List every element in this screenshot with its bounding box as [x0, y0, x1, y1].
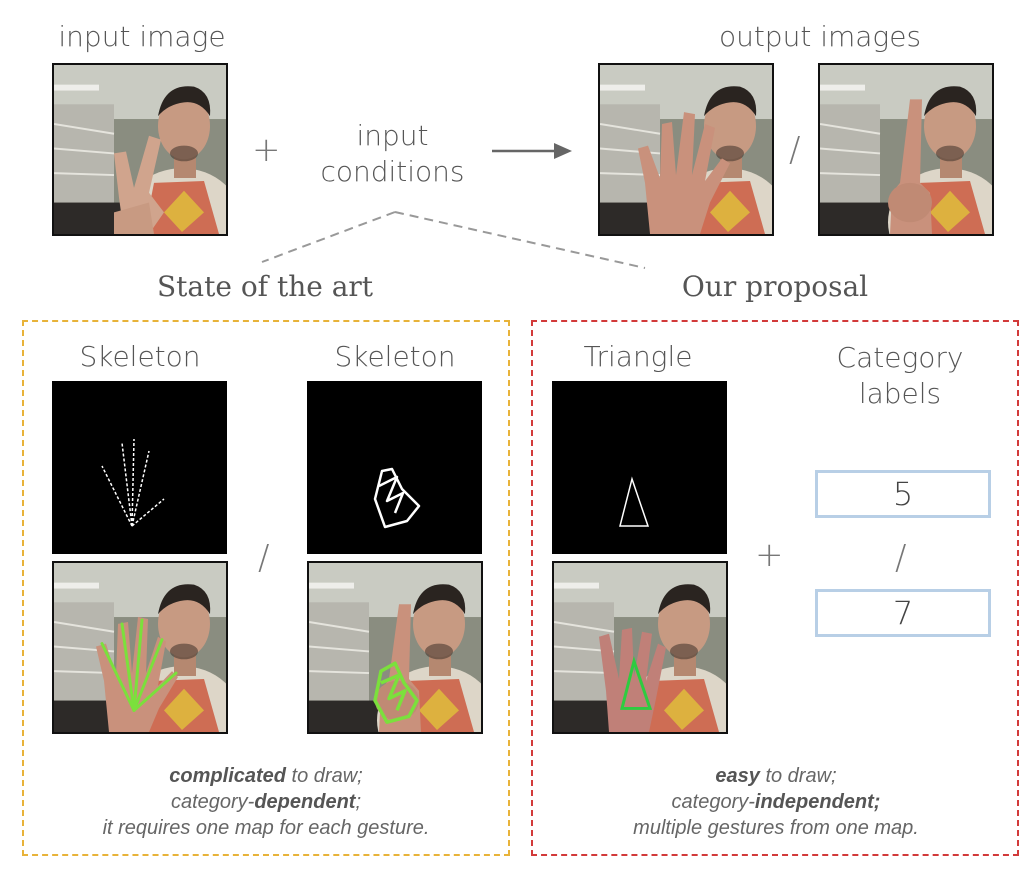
triangle-label: Triangle — [583, 340, 693, 373]
our-proposal-panel — [531, 320, 1019, 856]
category-labels-heading: Category labels — [800, 340, 1000, 412]
slash-top: / — [789, 130, 801, 170]
skeleton-map-seven — [307, 381, 482, 554]
category-label-box-1: 5 — [815, 470, 991, 518]
slash-right: / — [895, 538, 907, 578]
sota-caption-line1: complicated to draw; — [169, 765, 363, 787]
category-label-value-1: 5 — [892, 475, 914, 513]
category-labels-line2: labels — [858, 377, 942, 410]
our-proposal-caption: easy to draw; category-independent; mult… — [540, 763, 1012, 841]
output-image-five — [598, 63, 774, 236]
input-image — [52, 63, 228, 236]
sota-caption-line3: it requires one map for each gesture. — [102, 817, 430, 839]
sota-caption-line2: category-dependent; — [170, 791, 362, 813]
proposal-caption-line1: easy to draw; — [715, 765, 837, 787]
connector-lines — [261, 211, 646, 269]
proposal-caption-line3: multiple gestures from one map. — [633, 817, 919, 839]
skeleton-overlay-seven — [307, 561, 483, 734]
skeleton-overlay-five — [52, 561, 228, 734]
category-labels-line1: Category — [836, 341, 964, 374]
input-conditions-line1: input — [356, 119, 429, 152]
skeleton-map-five — [52, 381, 227, 554]
category-label-box-2: 7 — [815, 589, 991, 637]
skeleton-label-2: Skeleton — [334, 340, 456, 373]
triangle-overlay-image — [552, 561, 728, 734]
state-of-the-art-panel — [22, 320, 510, 856]
triangle-map — [552, 381, 727, 554]
output-image-seven — [818, 63, 994, 236]
skeleton-label-1: Skeleton — [79, 340, 201, 373]
plus-sign-right: + — [755, 535, 784, 575]
input-conditions-line2: conditions — [320, 155, 465, 188]
input-conditions-label: input conditions — [300, 118, 485, 190]
arrow-icon — [492, 143, 572, 159]
state-of-the-art-caption: complicated to draw; category-dependent;… — [30, 763, 502, 841]
plus-sign-top: + — [252, 130, 281, 170]
state-of-the-art-title: State of the art — [156, 270, 374, 303]
proposal-caption-line2: category-independent; — [671, 791, 881, 813]
input-image-label: input image — [58, 20, 226, 53]
category-label-value-2: 7 — [892, 594, 914, 632]
our-proposal-title: Our proposal — [681, 270, 869, 303]
slash-left: / — [258, 538, 270, 578]
output-images-label: output images — [718, 20, 922, 53]
